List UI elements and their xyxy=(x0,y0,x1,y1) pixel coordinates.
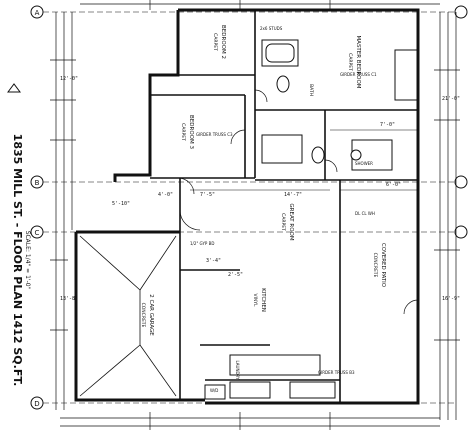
garage-roof-lines xyxy=(79,235,177,397)
dim-text-1: 7'-5" xyxy=(200,192,215,198)
dim-text-5: 7'-0" xyxy=(380,122,395,128)
room-label-bath: BATH xyxy=(308,84,314,96)
plan-scale: SCALE: 1/4" = 1'-0" xyxy=(24,231,31,290)
door-swings xyxy=(177,89,419,315)
dimension-lines-bottom xyxy=(60,412,440,430)
dim-text-6: 12'-0" xyxy=(60,76,78,82)
room-label-great-room: GREAT ROOM xyxy=(288,203,294,240)
room-floor-garage: CONCRETE xyxy=(140,303,146,328)
dimension-lines-right xyxy=(434,12,460,420)
dim-text-11: 2'-5" xyxy=(228,272,243,278)
room-label-laundry: LAUNDRY xyxy=(235,360,240,380)
room-floor-great-room: CARPET xyxy=(280,213,286,231)
truss-label-3: GIRDER TRUSS B3 xyxy=(318,370,355,375)
plan-title: 1835 MILL ST. - FLOOR PLAN 1412 SQ.FT. xyxy=(11,134,24,387)
note-3: 2x6 STUDS xyxy=(260,26,283,31)
room-floor-kitchen: VINYL xyxy=(252,293,258,307)
grid-label-a: A xyxy=(35,9,40,17)
dim-text-2: 14'-7" xyxy=(284,192,302,198)
grid-label-d: D xyxy=(34,400,39,408)
grid-label-b: B xyxy=(35,179,40,187)
room-floor-covered-patio: CONCRETE xyxy=(372,253,378,278)
interior-walls xyxy=(150,10,418,403)
kitchen-counters xyxy=(204,354,336,400)
dim-text-7: 13'-8" xyxy=(60,296,78,302)
dim-text-9: 16'-9" xyxy=(442,296,460,302)
dim-text-4: 4'-0" xyxy=(158,192,173,198)
truss-label-2: GIRDER TRUSS C3 xyxy=(196,132,233,137)
dim-text-12: 3'-4" xyxy=(206,258,221,264)
room-label-garage: 2 CAR GARAGE xyxy=(148,294,154,336)
room-label-kitchen: KITCHEN xyxy=(260,288,266,312)
dimension-lines-top xyxy=(80,0,440,10)
grid-label-c: C xyxy=(35,229,40,237)
windows xyxy=(190,9,419,355)
note-4: SHOWER xyxy=(355,161,373,166)
dim-text-8: 21'-0" xyxy=(442,96,460,102)
room-label-bedroom3: BEDROOM 3 xyxy=(188,115,194,149)
room-floor-bedroom3: CARPET xyxy=(180,123,186,141)
room-label-covered-patio: COVERED PATIO xyxy=(380,243,386,288)
room-label-master: MASTER BEDROOM xyxy=(355,35,361,88)
room-label-bedroom2: BEDROOM 2 xyxy=(220,25,226,59)
room-floor-bedroom2: CARPET xyxy=(212,33,218,51)
note-1: 1/2" GYP BD xyxy=(190,241,214,246)
dim-text-10: 5'-10" xyxy=(112,201,130,207)
room-floor-master: CARPET xyxy=(347,53,353,71)
interior-dimension-lines xyxy=(190,129,418,191)
dim-text-3: 6'-0" xyxy=(386,182,401,188)
dimension-lines-left xyxy=(50,12,76,410)
note-5: W/D xyxy=(210,388,218,393)
north-arrow-icon xyxy=(7,83,21,93)
note-2: DL CL WH xyxy=(355,211,375,216)
bath-fixtures xyxy=(261,39,418,171)
truss-label-1: GIRDER TRUSS C1 xyxy=(340,72,377,77)
